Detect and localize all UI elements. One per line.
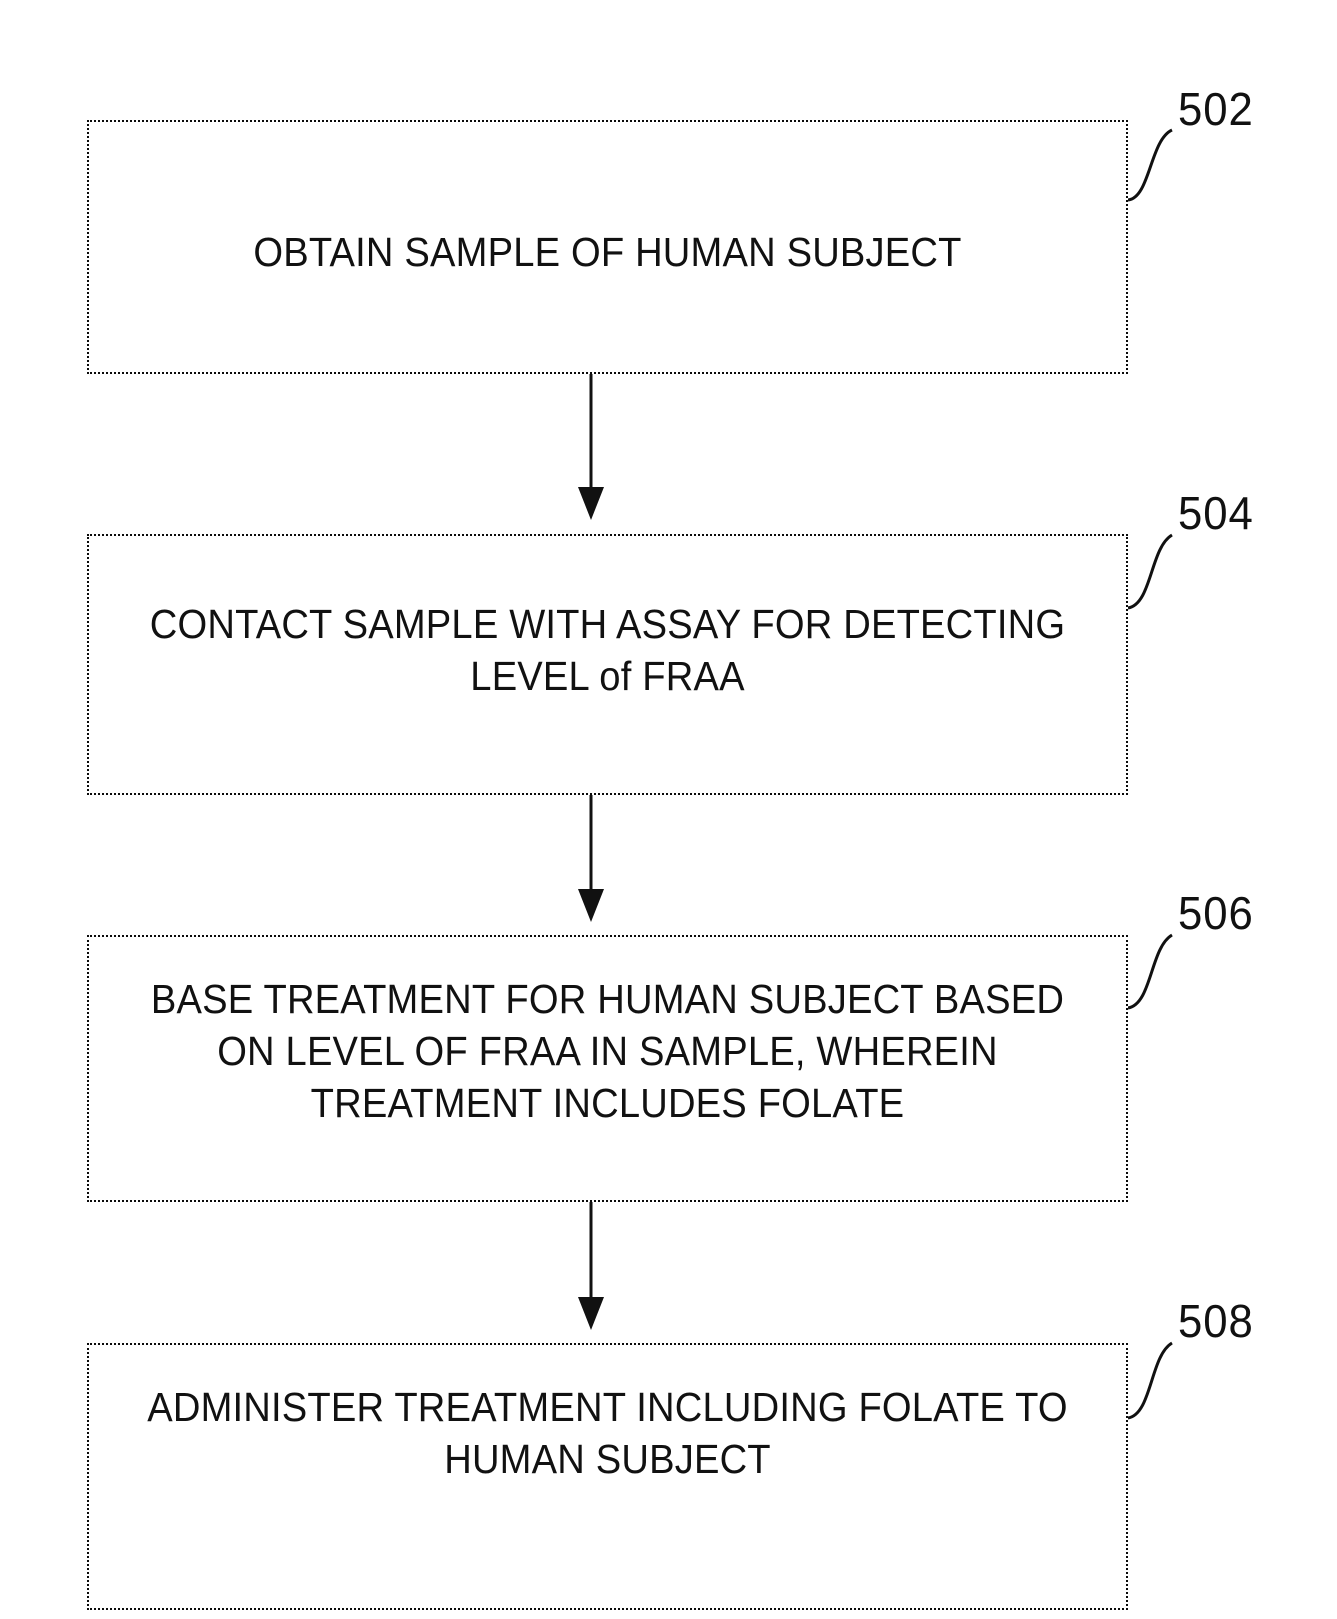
connector-504-506 [578, 795, 604, 922]
connector-502-504 [578, 374, 604, 520]
flowchart-step-504-label: CONTACT SAMPLE WITH ASSAY FOR DETECTING … [149, 601, 1066, 699]
leader-line-506 [1127, 933, 1173, 1010]
flowchart-step-506-label: BASE TREATMENT FOR HUMAN SUBJECT BASED O… [150, 976, 1065, 1126]
flowchart-step-502: OBTAIN SAMPLE OF HUMAN SUBJECT [87, 120, 1128, 374]
connector-506-508 [578, 1202, 604, 1330]
reference-numeral-508: 508 [1178, 1295, 1254, 1347]
reference-numeral-502: 502 [1178, 83, 1254, 135]
flowchart-step-502-label: OBTAIN SAMPLE OF HUMAN SUBJECT [253, 229, 962, 275]
reference-numeral-504: 504 [1178, 487, 1254, 539]
leader-line-502 [1127, 128, 1173, 202]
flowchart-step-506: BASE TREATMENT FOR HUMAN SUBJECT BASED O… [87, 935, 1128, 1202]
flowchart-step-508: ADMINISTER TREATMENT INCLUDING FOLATE TO… [87, 1343, 1128, 1610]
leader-line-504 [1127, 533, 1173, 610]
reference-numeral-506: 506 [1178, 887, 1254, 939]
flowchart-step-504: CONTACT SAMPLE WITH ASSAY FOR DETECTING … [87, 534, 1128, 795]
flowchart-step-508-label: ADMINISTER TREATMENT INCLUDING FOLATE TO… [147, 1384, 1068, 1482]
leader-line-508 [1127, 1341, 1173, 1420]
